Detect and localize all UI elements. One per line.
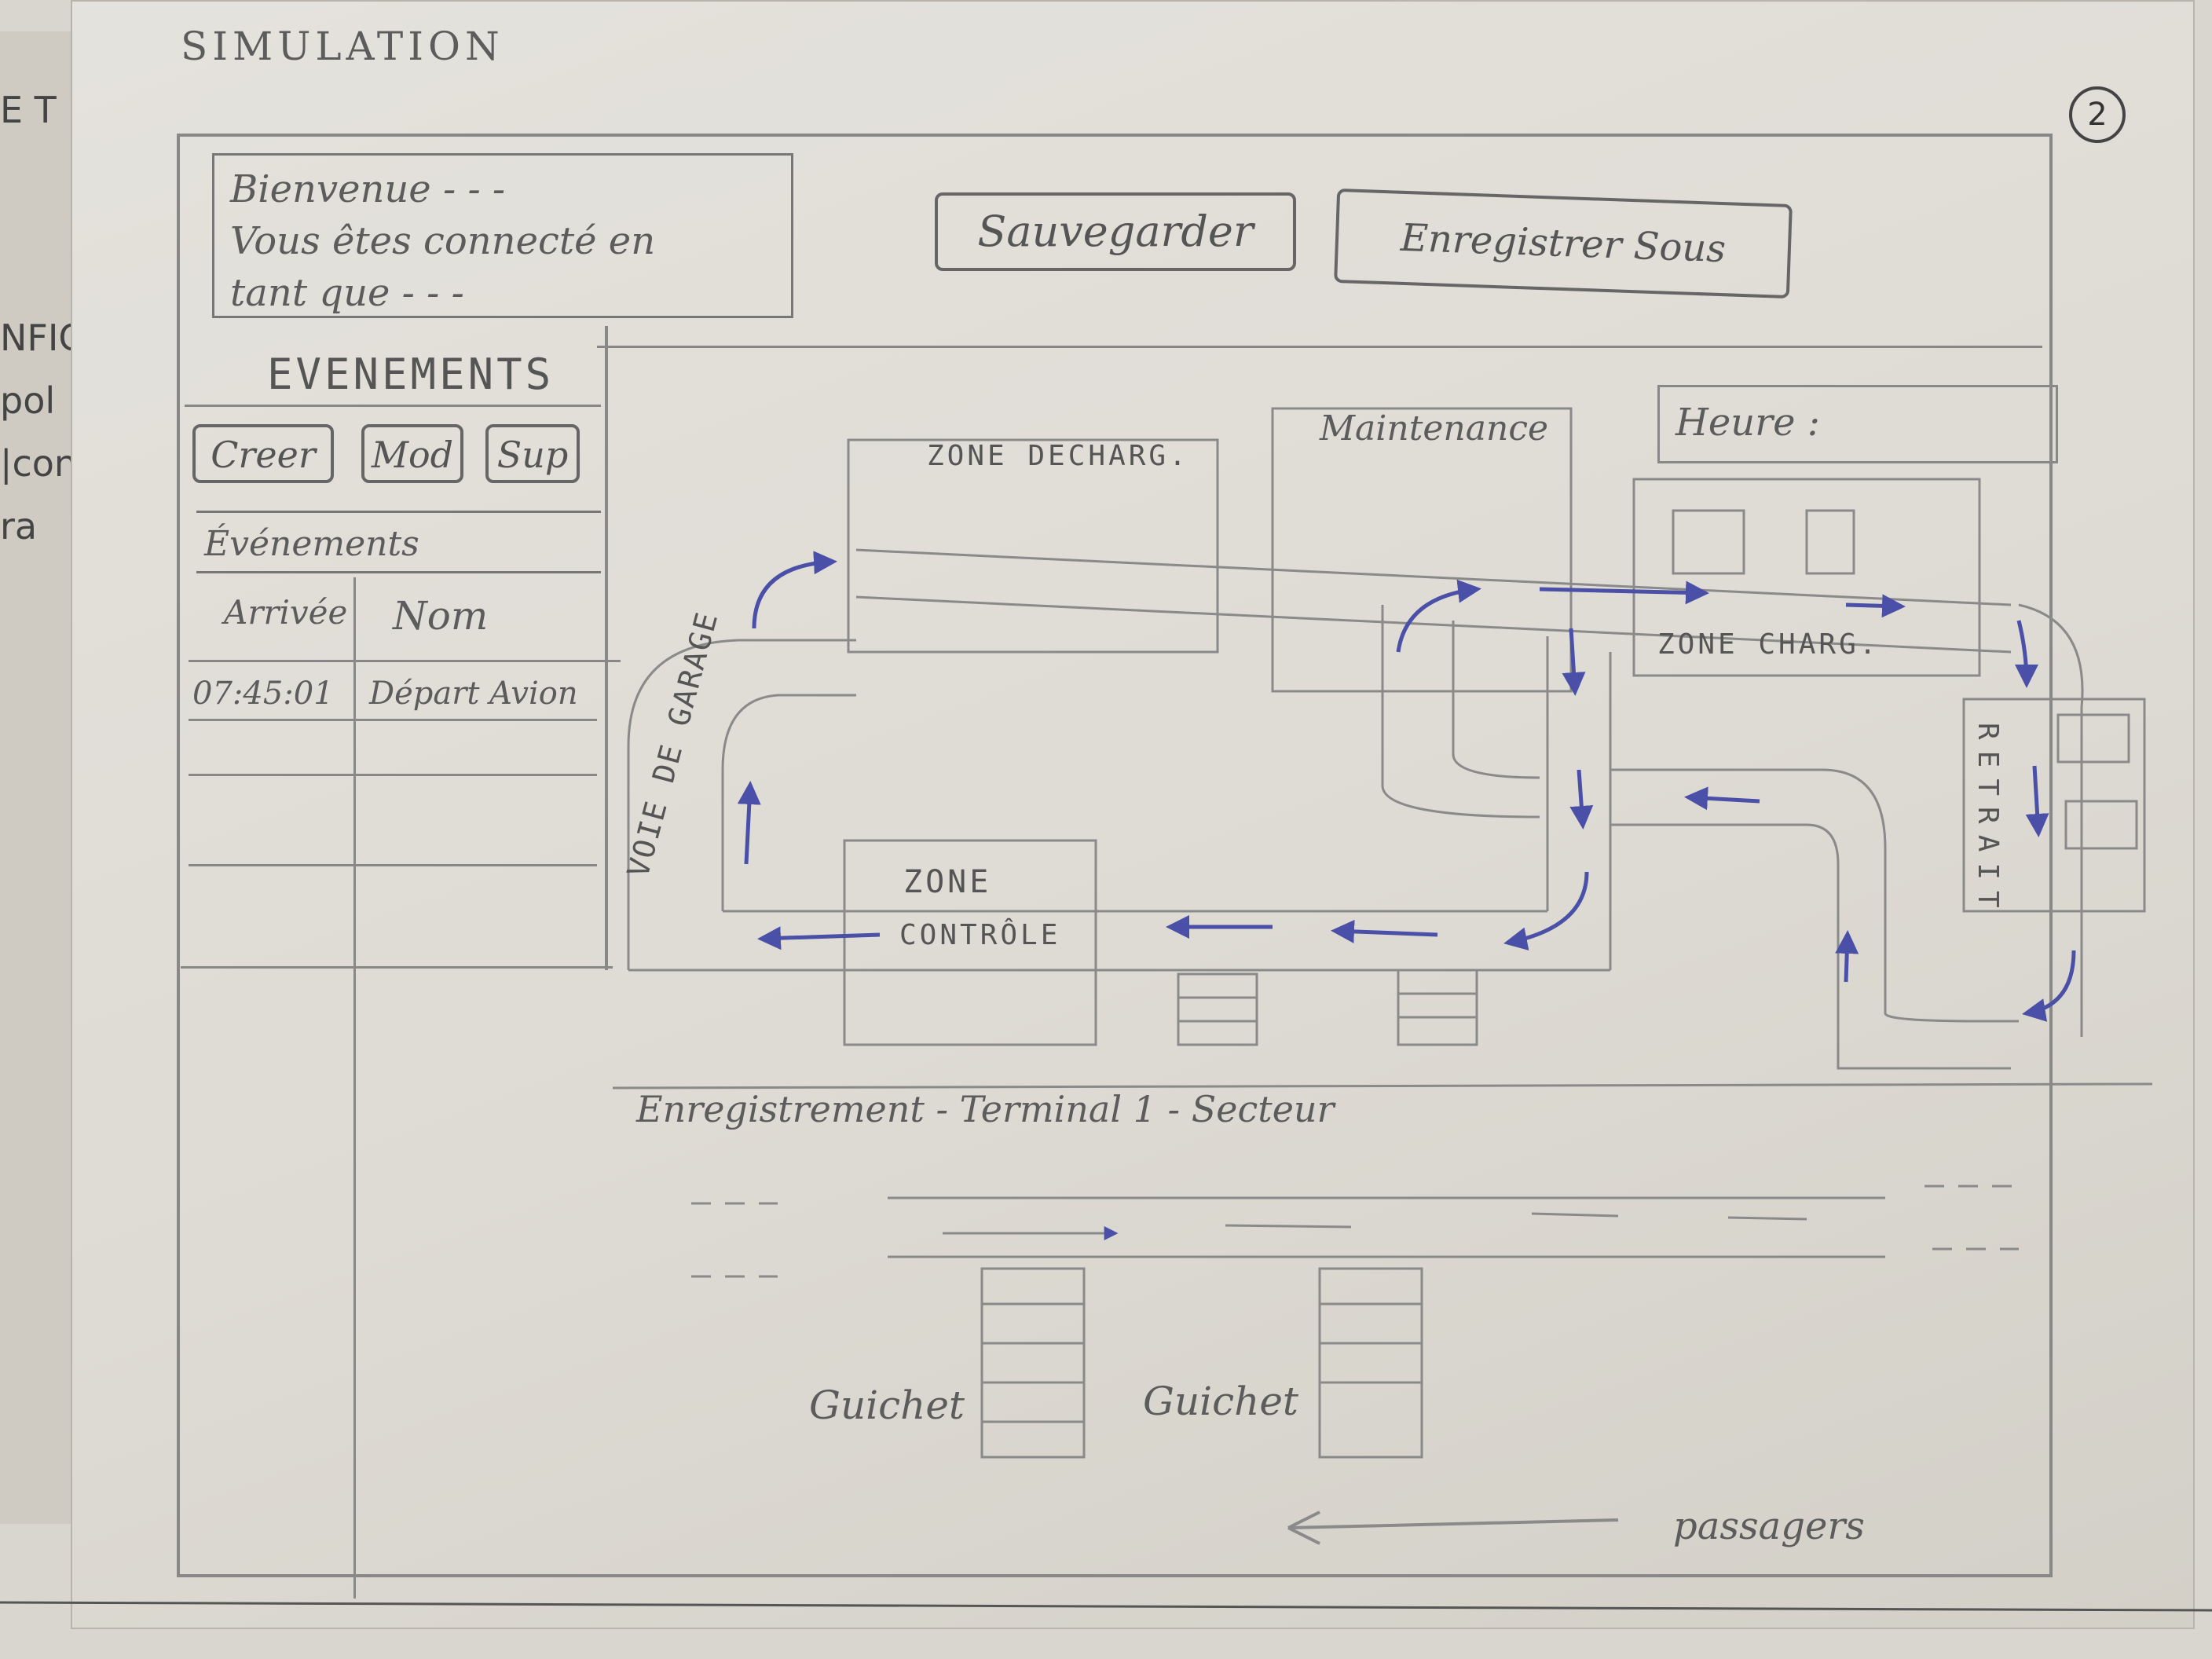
road-outer [627,639,856,970]
event-row-name[interactable]: Départ Avion [369,676,578,712]
passengers-label: passagers [1673,1504,1865,1548]
welcome-line: Bienvenue - - - [230,167,506,211]
welcome-line: Vous êtes connecté en [230,219,656,263]
control-zone-label-2: CONTRÔLE [899,919,1061,951]
road-top-inner [855,595,2012,654]
welcome-box: Bienvenue - - - Vous êtes connecté en ta… [212,153,793,318]
column-divider [353,577,356,1599]
table-header-divider [189,660,621,662]
delete-event-button[interactable]: Sup [485,424,580,483]
side-fragment: |con [0,442,78,485]
row-divider [189,864,597,866]
events-title-divider [185,405,601,407]
event-row-arrival[interactable]: 07:45:01 [192,676,334,712]
welcome-line: tant que - - - [230,271,464,315]
sketch-paper [71,0,2195,1629]
control-zone-label: ZONE [903,864,992,900]
checkin-title: Enregistrement - Terminal 1 - Secteur [636,1088,1335,1130]
counter-label: Guichet [809,1382,965,1428]
header-divider [597,346,2042,348]
road-top-outer [855,548,2012,606]
counter-label: Guichet [1143,1379,1299,1424]
events-title: EVENEMENTS [267,350,555,399]
side-fragment: E T [0,89,57,131]
column-header-arrival: Arrivée [224,593,348,632]
window-frame [177,134,2053,1577]
withdrawal-label: RETRAIT [1972,723,2004,919]
create-event-button[interactable]: Creer [192,424,334,483]
road-inner [721,694,856,911]
side-fragment: pol [0,379,56,422]
withdrawal-box [1962,698,2146,913]
column-header-name: Nom [393,593,489,639]
control-zone-box [843,839,1097,1046]
events-panel [177,326,608,970]
maintenance-label: Maintenance [1320,408,1549,449]
unload-zone-box [847,438,1219,654]
load-zone-box [1632,478,1981,677]
events-list-title: Événements [196,511,601,573]
load-zone-label: ZONE CHARG. [1657,628,1880,661]
maintenance-loop [1381,605,1540,819]
maintenance-box [1271,407,1573,693]
row-divider [189,719,597,721]
page-number: 2 [2069,86,2126,143]
events-panel-bottom [181,966,613,969]
row-divider [189,774,597,776]
side-fragment: ra [0,505,38,548]
time-field: Heure : [1657,385,2058,463]
save-button[interactable]: Sauvegarder [935,192,1296,271]
modify-event-button[interactable]: Mod [361,424,463,483]
page-title: SIMULATION [181,24,504,69]
unload-zone-label: ZONE DECHARG. [927,440,1189,472]
